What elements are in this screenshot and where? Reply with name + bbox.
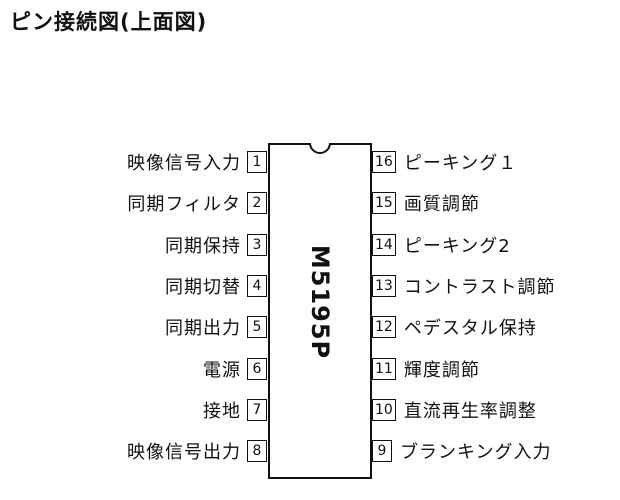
pin-label: ピーキング2 — [403, 236, 511, 257]
pin-label: コントラスト調節 — [403, 277, 556, 298]
pin-number: 1 — [247, 151, 267, 173]
diagram-title: ピン接続図(上面図) — [10, 10, 208, 34]
ic-package — [268, 143, 372, 479]
pin-number: 16 — [372, 151, 396, 173]
pin-2: 同期フィルタ 2 — [127, 189, 267, 217]
pin-number: 10 — [372, 399, 396, 421]
pin-number: 15 — [372, 192, 396, 214]
pin-label: 電源 — [203, 360, 241, 381]
pin-number: 7 — [247, 399, 267, 421]
pin-number: 14 — [372, 234, 396, 256]
pin-11: 11 輝度調節 — [372, 355, 480, 383]
pin-number: 2 — [247, 192, 267, 214]
pin-1: 映像信号入力 1 — [127, 148, 267, 176]
pin-label: 同期フィルタ — [127, 194, 241, 215]
pin-10: 10 直流再生率調整 — [372, 396, 537, 424]
pin-15: 15 画質調節 — [372, 189, 480, 217]
pin-number: 11 — [372, 358, 396, 380]
pin-5: 同期出力 5 — [165, 313, 267, 341]
pin-label: 同期切替 — [165, 277, 241, 298]
pin-label: 映像信号出力 — [127, 442, 241, 463]
pin-3: 同期保持 3 — [165, 231, 267, 259]
pin-label: 同期保持 — [165, 236, 241, 257]
pin-label: ピーキング１ — [403, 153, 518, 174]
pin-number: 5 — [247, 316, 267, 338]
part-number: M5195P — [306, 244, 334, 360]
pin-9: 9 ブランキング入力 — [372, 437, 551, 465]
pin-8: 映像信号出力 8 — [127, 437, 267, 465]
pin-number: 12 — [372, 316, 396, 338]
pin-number: 9 — [372, 440, 392, 462]
pin-13: 13 コントラスト調節 — [372, 272, 555, 300]
pin-number: 3 — [247, 234, 267, 256]
pin-label: ペデスタル保持 — [403, 318, 537, 339]
pin-12: 12 ペデスタル保持 — [372, 313, 537, 341]
pin-number: 4 — [247, 275, 267, 297]
pin-label: 同期出力 — [165, 318, 241, 339]
pin-6: 電源 6 — [203, 355, 267, 383]
pin-7: 接地 7 — [203, 396, 267, 424]
pin-14: 14 ピーキング2 — [372, 231, 511, 259]
pin-label: 画質調節 — [403, 194, 480, 215]
pin-label: 映像信号入力 — [127, 153, 241, 174]
pin-label: 接地 — [203, 401, 241, 422]
pin-number: 8 — [247, 440, 267, 462]
pin-4: 同期切替 4 — [165, 272, 267, 300]
pin-label: 直流再生率調整 — [403, 401, 537, 422]
pin-16: 16 ピーキング１ — [372, 148, 517, 176]
pin-number: 6 — [247, 358, 267, 380]
pin-number: 13 — [372, 275, 396, 297]
pin-label: 輝度調節 — [403, 360, 480, 381]
pin-label: ブランキング入力 — [400, 442, 552, 463]
